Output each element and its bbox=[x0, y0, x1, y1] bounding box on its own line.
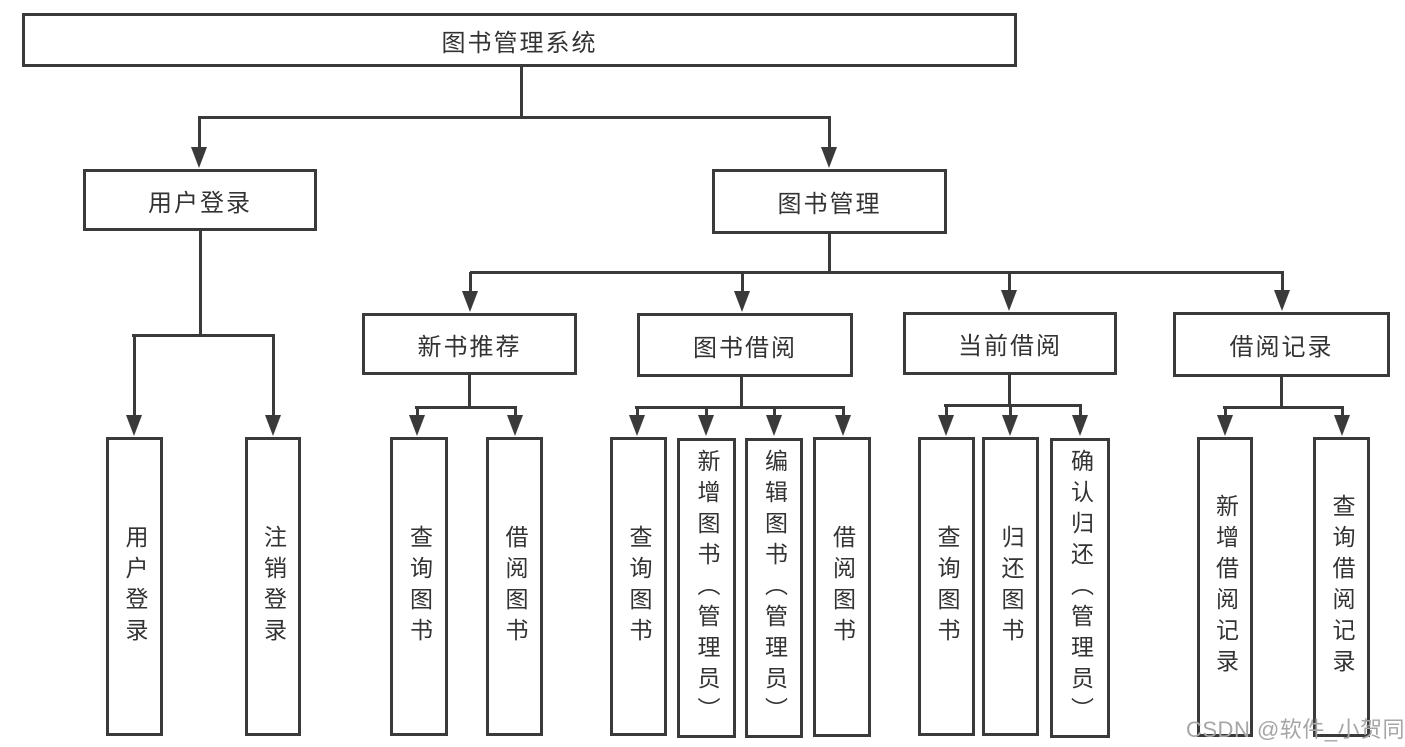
connector-line bbox=[520, 66, 523, 118]
connector-line bbox=[199, 231, 202, 336]
connector-line bbox=[1224, 407, 1227, 417]
node-label: 确认归还（管理员） bbox=[1067, 448, 1094, 728]
connector-line bbox=[514, 407, 517, 417]
connector-line bbox=[1008, 375, 1011, 406]
node-leaf-return-books: 归还图书 bbox=[982, 437, 1039, 736]
node-current-borrowing: 当前借阅 bbox=[903, 312, 1117, 375]
node-leaf-borrow-books-recommend: 借阅图书 bbox=[486, 437, 543, 736]
arrow-down-icon bbox=[1274, 290, 1290, 311]
connector-line bbox=[945, 405, 948, 417]
connector-line bbox=[1009, 405, 1012, 417]
node-leaf-query-borrow-record: 查询借阅记录 bbox=[1313, 437, 1370, 737]
connector-line bbox=[468, 375, 471, 409]
connector-line bbox=[416, 407, 419, 417]
node-library-management-system: 图书管理系统 bbox=[22, 13, 1017, 67]
node-label: 当前借阅 bbox=[958, 333, 1062, 360]
connector-line bbox=[944, 404, 1082, 407]
connector-line bbox=[828, 117, 831, 149]
arrow-down-icon bbox=[409, 415, 425, 436]
node-label: 用户登录 bbox=[148, 189, 252, 217]
connector-line bbox=[1079, 405, 1082, 417]
node-label: 借阅图书 bbox=[829, 525, 856, 649]
node-leaf-query-books-recommend: 查询图书 bbox=[390, 437, 448, 736]
arrow-down-icon bbox=[835, 415, 851, 436]
node-label: 借阅图书 bbox=[502, 524, 528, 649]
node-leaf-confirm-return-admin: 确认归还（管理员） bbox=[1050, 438, 1110, 738]
arrow-down-icon bbox=[126, 415, 142, 436]
node-label: 用户登录 bbox=[122, 524, 148, 649]
arrow-down-icon bbox=[734, 291, 750, 312]
node-label: 图书管理系统 bbox=[441, 29, 598, 57]
arrow-down-icon bbox=[507, 415, 523, 436]
node-label: 查询借阅记录 bbox=[1329, 494, 1355, 680]
arrow-down-icon bbox=[821, 147, 837, 168]
connector-line bbox=[828, 234, 831, 273]
connector-line bbox=[1223, 406, 1344, 409]
arrow-down-icon bbox=[1217, 415, 1233, 436]
node-label: 编辑图书（管理员） bbox=[761, 448, 788, 728]
node-book-management: 图书管理 bbox=[712, 169, 947, 234]
node-label: 注销登录 bbox=[260, 524, 287, 649]
connector-line bbox=[1281, 272, 1284, 292]
connector-line bbox=[1341, 407, 1344, 417]
arrow-down-icon bbox=[191, 147, 207, 168]
arrow-down-icon bbox=[1334, 415, 1350, 436]
arrow-down-icon bbox=[1002, 415, 1018, 436]
node-borrowing-records: 借阅记录 bbox=[1173, 312, 1390, 377]
arrow-down-icon bbox=[766, 415, 782, 436]
node-label: 查询图书 bbox=[934, 524, 960, 649]
connector-line bbox=[636, 408, 639, 417]
node-label: 新书推荐 bbox=[417, 333, 522, 361]
node-leaf-logout: 注销登录 bbox=[245, 437, 301, 736]
connector-line bbox=[198, 117, 201, 149]
arrow-down-icon bbox=[1001, 290, 1017, 311]
connector-line bbox=[705, 408, 708, 417]
node-label: 归还图书 bbox=[998, 524, 1024, 649]
arrow-down-icon bbox=[462, 291, 478, 312]
node-label: 新增图书（管理员） bbox=[694, 448, 720, 728]
connector-line bbox=[842, 408, 845, 417]
connector-line bbox=[469, 272, 472, 293]
watermark: CSDN @软件_小贺同学 bbox=[1186, 717, 1405, 742]
node-book-borrowing: 图书借阅 bbox=[637, 313, 853, 377]
node-new-book-recommend: 新书推荐 bbox=[362, 313, 577, 375]
connector-line bbox=[470, 271, 1284, 274]
arrow-down-icon bbox=[1072, 415, 1088, 436]
connector-line bbox=[133, 335, 136, 417]
arrow-down-icon bbox=[698, 415, 714, 436]
node-label: 图书借阅 bbox=[693, 334, 797, 362]
connector-line bbox=[1008, 272, 1011, 292]
node-label: 新增借阅记录 bbox=[1212, 494, 1239, 680]
node-leaf-query-books-borrowing: 查询图书 bbox=[610, 437, 667, 736]
connector-line bbox=[740, 377, 743, 409]
node-leaf-edit-books-admin: 编辑图书（管理员） bbox=[745, 438, 803, 738]
node-leaf-query-books-current: 查询图书 bbox=[918, 437, 975, 736]
arrow-down-icon bbox=[265, 415, 281, 436]
node-user-login: 用户登录 bbox=[83, 169, 317, 231]
connector-line bbox=[132, 334, 275, 337]
node-leaf-borrow-books-borrowing: 借阅图书 bbox=[813, 437, 871, 737]
arrow-down-icon bbox=[629, 415, 645, 436]
node-leaf-add-borrow-record: 新增借阅记录 bbox=[1197, 437, 1253, 737]
connector-line bbox=[1280, 377, 1283, 408]
node-leaf-user-login: 用户登录 bbox=[106, 437, 163, 736]
node-label: 查询图书 bbox=[406, 524, 433, 649]
connector-line bbox=[415, 406, 517, 409]
connector-line bbox=[635, 406, 845, 409]
connector-line bbox=[773, 408, 776, 417]
node-label: 借阅记录 bbox=[1229, 334, 1334, 361]
node-leaf-add-books-admin: 新增图书（管理员） bbox=[677, 438, 736, 738]
node-label: 图书管理 bbox=[777, 191, 882, 218]
arrow-down-icon bbox=[938, 415, 954, 436]
connector-line bbox=[198, 116, 831, 119]
node-label: 查询图书 bbox=[626, 524, 652, 649]
connector-line bbox=[741, 272, 744, 293]
connector-line bbox=[272, 335, 275, 417]
